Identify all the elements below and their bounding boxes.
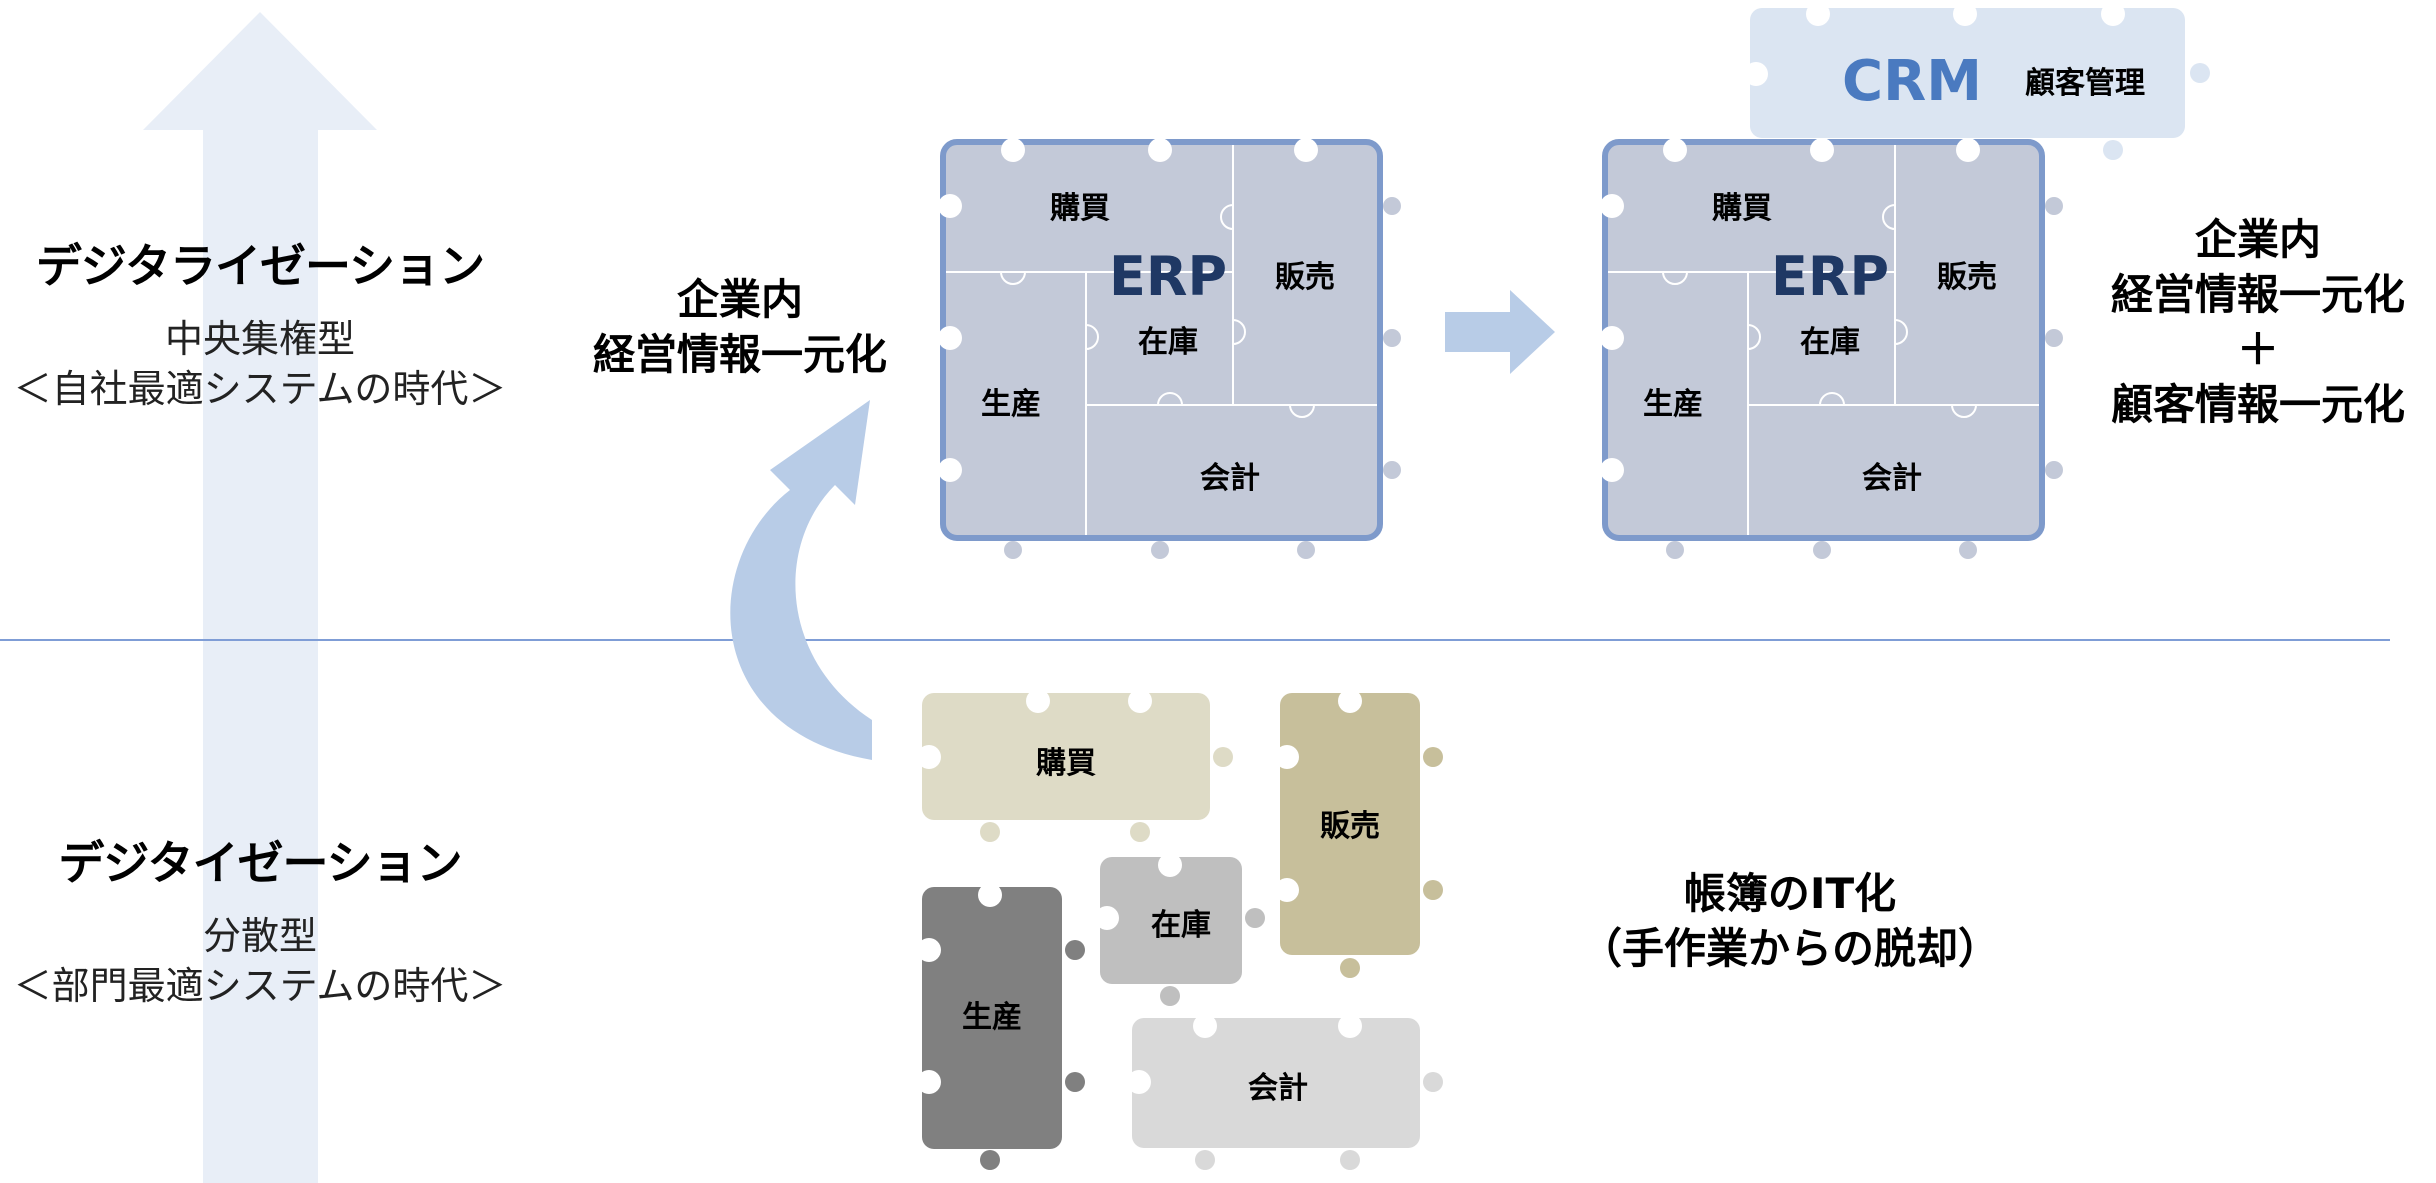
erp-left-purchase-label: 購買 [1050, 191, 1110, 226]
curved-up-arrow [730, 400, 872, 760]
lower-era-subtitle: ＜部門最適システムの時代＞ [13, 964, 507, 1008]
erp-right-accounting-label: 会計 [1862, 461, 1922, 496]
erp-left-accounting-label: 会計 [1200, 461, 1260, 496]
scattered-sales-label: 販売 [1320, 809, 1380, 844]
scattered-purchase-piece [917, 689, 1233, 842]
scattered-caption: 帳簿のIT化 （手作業からの脱却） [1550, 866, 2030, 976]
lower-era-type: 分散型 [202, 914, 317, 958]
upper-era-block: デジタライゼーション 中央集権型 ＜自社最適システムの時代＞ [0, 230, 520, 414]
erp-right-caption-line2: 経営情報一元化 [2110, 270, 2405, 319]
erp-left-caption-line2: 経営情報一元化 [592, 330, 887, 379]
upper-era-subtitle: ＜自社最適システムの時代＞ [13, 367, 507, 411]
erp-left-group [938, 138, 1401, 559]
erp-right-center-label: ERP [1771, 245, 1889, 308]
scattered-caption-line2: （手作業からの脱却） [1579, 924, 2000, 973]
lower-era-title: デジタイゼーション [58, 836, 462, 890]
crm-label: CRM [1842, 49, 1982, 114]
upper-era-title: デジタライゼーション [35, 239, 485, 293]
right-arrow [1445, 290, 1555, 374]
upper-era-type: 中央集権型 [164, 317, 355, 361]
erp-left-caption: 企業内 経営情報一元化 [560, 272, 920, 382]
scattered-production-label: 生産 [962, 1000, 1022, 1035]
erp-right-caption-plus: ＋ [2236, 325, 2279, 374]
progress-up-arrow [143, 12, 377, 1183]
scattered-sales-piece [1275, 689, 1443, 978]
scattered-caption-line1: 帳簿のIT化 [1683, 869, 1897, 918]
scattered-inventory-label: 在庫 [1151, 908, 1211, 943]
scattered-production-piece [917, 883, 1085, 1170]
lower-era-block: デジタイゼーション 分散型 ＜部門最適システムの時代＞ [0, 827, 520, 1011]
erp-left-inventory-label: 在庫 [1138, 325, 1198, 360]
erp-right-caption-line3: 顧客情報一元化 [2110, 380, 2405, 429]
scattered-accounting-label: 会計 [1248, 1071, 1308, 1106]
erp-left-caption-line1: 企業内 [676, 275, 803, 324]
erp-right-inventory-label: 在庫 [1800, 325, 1860, 360]
scattered-inventory-piece [1095, 853, 1265, 1006]
crm-piece [1744, 2, 2210, 160]
erp-right-caption-line1: 企業内 [2194, 215, 2321, 264]
scattered-accounting-piece [1127, 1014, 1443, 1170]
erp-left-sales-label: 販売 [1275, 260, 1335, 295]
scattered-purchase-label: 購買 [1036, 746, 1096, 781]
crm-sub-label: 顧客管理 [2025, 66, 2145, 101]
erp-right-purchase-label: 購買 [1712, 191, 1772, 226]
erp-right-caption: 企業内 経営情報一元化 ＋ 顧客情報一元化 [2080, 212, 2436, 432]
erp-left-center-label: ERP [1109, 245, 1227, 308]
erp-right-production-label: 生産 [1643, 387, 1703, 422]
erp-right-sales-label: 販売 [1937, 260, 1997, 295]
erp-left-production-label: 生産 [981, 387, 1041, 422]
erp-right-group [1600, 138, 2063, 559]
